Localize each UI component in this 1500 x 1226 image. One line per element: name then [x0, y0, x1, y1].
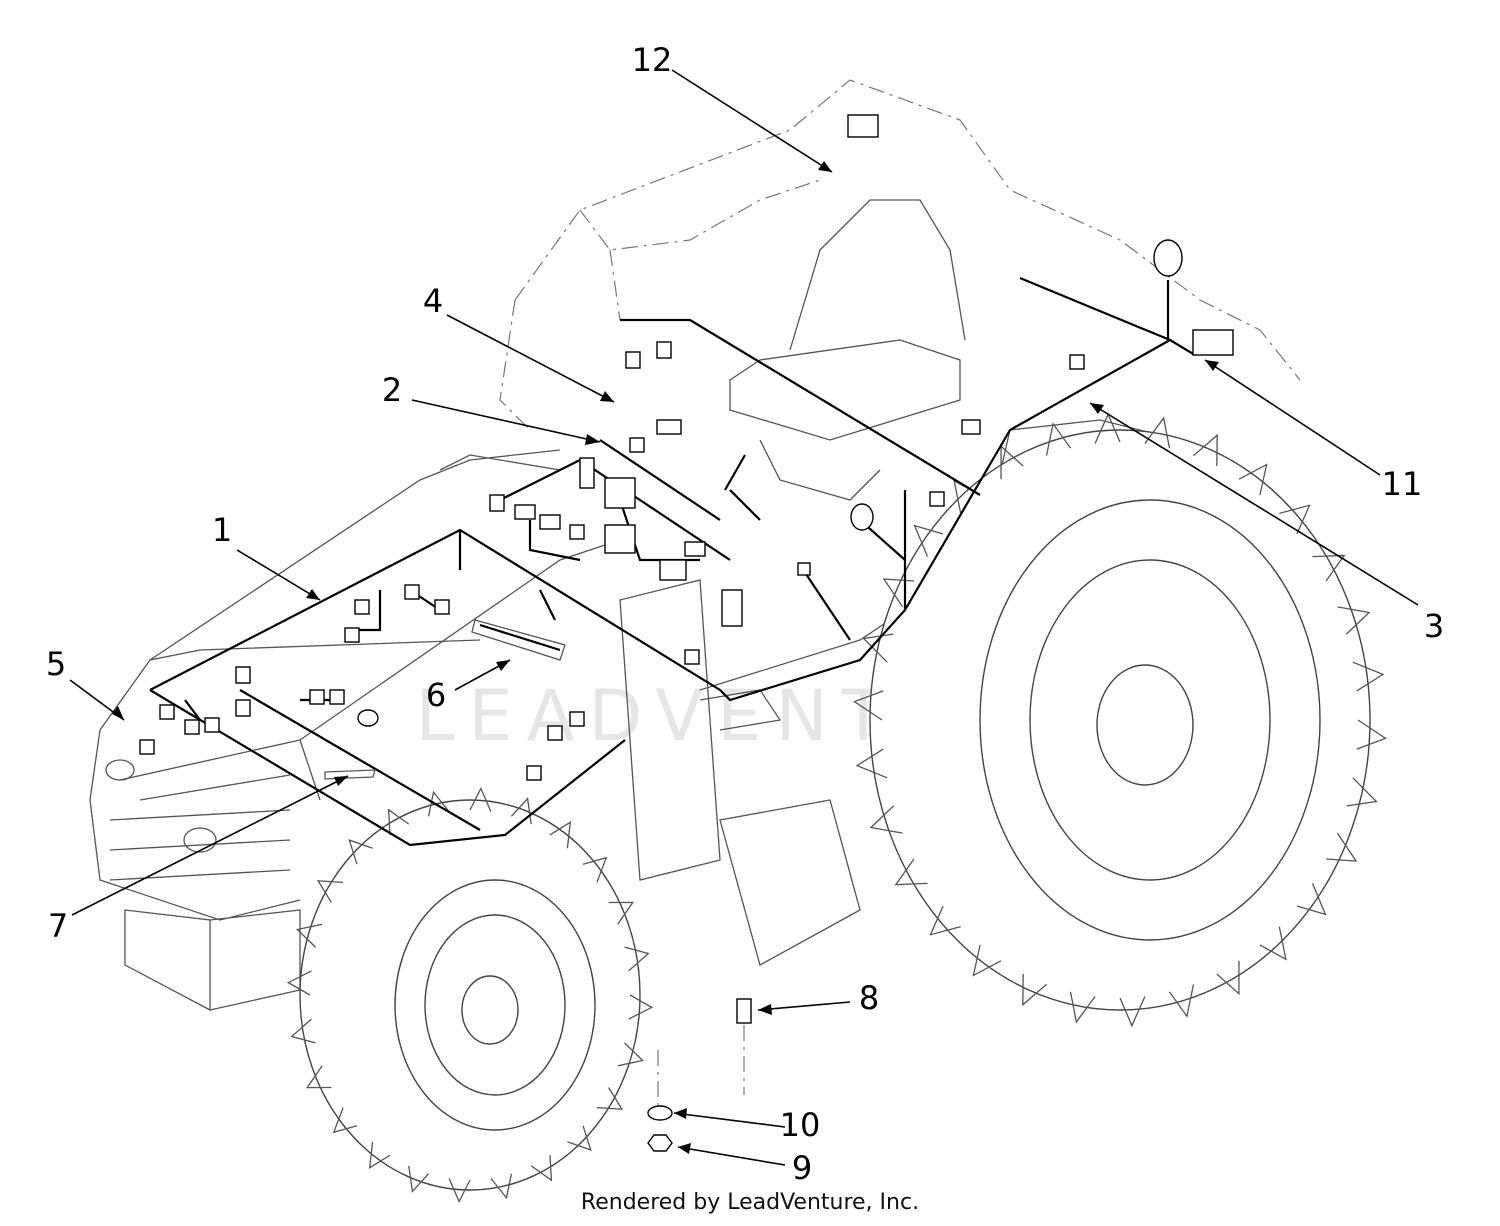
callout-3: 3 — [1424, 607, 1444, 645]
leader-11 — [1204, 359, 1381, 476]
tire-lug — [972, 944, 1002, 977]
tire-lug — [1045, 422, 1072, 456]
tire-lug — [862, 633, 894, 663]
tire-lug — [1238, 463, 1268, 496]
tire-lug — [853, 690, 884, 721]
callout-1: 1 — [212, 511, 232, 549]
tire-lug — [1356, 719, 1387, 750]
callout-2: 2 — [382, 371, 402, 409]
tire-lug — [1119, 996, 1146, 1028]
leader-2 — [411, 399, 601, 443]
tire-lug — [530, 1155, 553, 1182]
tire-lug — [894, 858, 928, 886]
tire-lug — [855, 748, 888, 779]
tire-lug — [1144, 416, 1171, 449]
callout-11: 11 — [1382, 465, 1423, 503]
front-wheel — [286, 786, 654, 1204]
tire-lug — [1259, 926, 1287, 961]
connectors — [139, 114, 1234, 1152]
leader-10 — [673, 1112, 786, 1128]
wiring-harness — [149, 276, 1196, 847]
tire-lug — [1279, 504, 1311, 535]
leader-7 — [71, 775, 349, 916]
tire-lug — [348, 839, 373, 865]
leader-8 — [757, 1001, 851, 1011]
leader-3 — [1089, 402, 1419, 606]
callout-leaders — [69, 69, 1419, 1166]
tractor-body — [89, 79, 1301, 1012]
tire-lug — [332, 1107, 358, 1134]
footer-credit: Rendered by LeadVenture, Inc. — [580, 1190, 920, 1215]
tire-lug — [624, 946, 650, 972]
tire-lug — [316, 880, 344, 903]
tire-lug — [1216, 960, 1240, 996]
tire-lug — [387, 808, 410, 835]
callout-7: 7 — [48, 907, 68, 945]
tire-lug — [490, 1173, 513, 1200]
tire-lug — [1193, 433, 1218, 467]
tire-lug — [913, 524, 944, 557]
tire-lug — [469, 786, 492, 812]
tire-lug — [608, 901, 635, 925]
tire-lug — [1352, 661, 1385, 692]
leader-4 — [446, 314, 615, 403]
tire-lug — [582, 856, 608, 883]
rear-wheel — [853, 412, 1387, 1028]
tire-lug — [1312, 554, 1346, 582]
leader-9 — [677, 1146, 786, 1166]
callout-9: 9 — [792, 1149, 812, 1187]
callout-4: 4 — [423, 282, 443, 320]
tire-lug — [869, 805, 903, 834]
tire-lug — [549, 821, 572, 849]
tire-lug — [929, 905, 961, 936]
tire-lug — [408, 1165, 430, 1193]
tire-lug — [1326, 832, 1358, 862]
tire-lug — [368, 1141, 391, 1169]
leader-12 — [671, 69, 833, 173]
callout-8: 8 — [859, 979, 879, 1017]
tire-lug — [286, 970, 312, 996]
callout-10: 10 — [780, 1106, 821, 1144]
tire-lug — [1022, 973, 1047, 1007]
tire-lug — [567, 1125, 592, 1151]
tire-lug — [617, 1042, 645, 1067]
tire-lug — [295, 923, 323, 948]
tire-lug — [1346, 777, 1378, 807]
callout-labels: 1 2 3 4 5 6 7 8 9 10 11 12 — [46, 41, 1444, 1187]
tire-lug — [1337, 606, 1371, 635]
leader-1 — [236, 549, 321, 601]
tire-lug — [1168, 984, 1195, 1018]
callout-6: 6 — [426, 676, 446, 714]
tire-lug — [1069, 991, 1096, 1024]
tire-lug — [427, 790, 450, 817]
callout-12: 12 — [632, 41, 673, 79]
callout-5: 5 — [46, 645, 66, 683]
tire-lug — [628, 994, 654, 1020]
tire-lug — [290, 1018, 316, 1044]
tire-lug — [596, 1087, 624, 1110]
tire-lug — [1296, 883, 1327, 916]
tire-lug — [448, 1178, 471, 1204]
tire-lug — [305, 1065, 332, 1089]
